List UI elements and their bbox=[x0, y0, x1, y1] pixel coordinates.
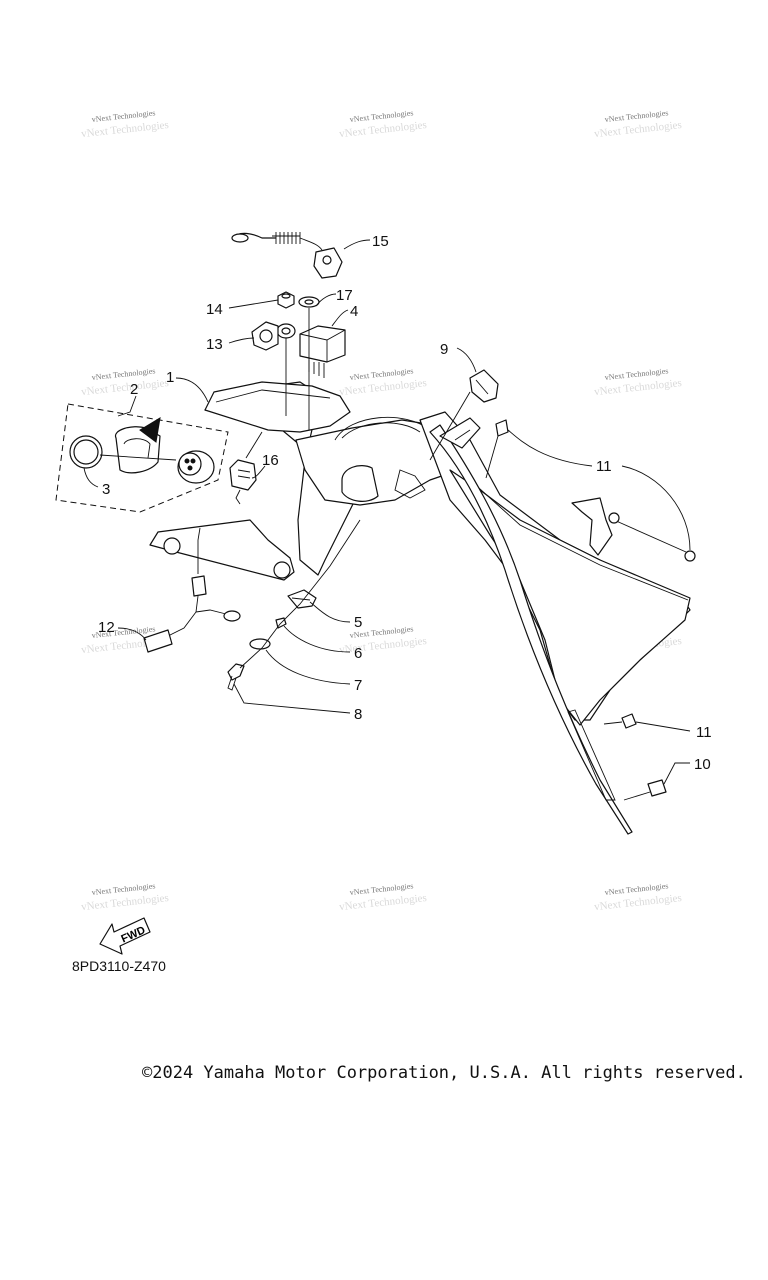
callout-7: 7 bbox=[354, 677, 362, 694]
callout-4: 4 bbox=[350, 303, 358, 320]
watermark: vNext Technologies vNext Technologies bbox=[594, 108, 683, 140]
small-fasteners-part bbox=[251, 291, 320, 430]
watermark: vNext Technologies vNext Technologies bbox=[594, 881, 683, 913]
lanyard-part bbox=[231, 232, 343, 279]
callout-16: 15 bbox=[372, 233, 389, 250]
callout-6: 6 bbox=[354, 645, 362, 662]
callout-17: 17 bbox=[336, 287, 353, 304]
callout-13: 13 bbox=[206, 336, 223, 353]
callout-11-bottom: 11 bbox=[696, 724, 712, 741]
copyright-notice: ©2024 Yamaha Motor Corporation, U.S.A. A… bbox=[142, 1063, 746, 1083]
switch-box-part bbox=[299, 325, 346, 378]
callout-15: 16 bbox=[262, 452, 279, 469]
diagram-code: 8PD3110-Z470 bbox=[72, 958, 166, 974]
callout-14: 14 bbox=[206, 301, 223, 318]
clips-part bbox=[485, 419, 696, 801]
watermark: vNext Technologies vNext Technologies bbox=[339, 108, 428, 140]
watermark: vNext Technologies vNext Technologies bbox=[339, 366, 428, 398]
main-panel-part bbox=[149, 381, 691, 835]
plunger-switch-part bbox=[229, 431, 263, 505]
callout-5: 5 bbox=[354, 614, 362, 631]
grommet-part bbox=[429, 369, 499, 461]
watermark: vNext Technologies vNext Technologies bbox=[339, 624, 428, 656]
watermark: vNext Technologies vNext Technologies bbox=[81, 108, 170, 140]
mount-hardware-part bbox=[227, 519, 361, 691]
watermark: vNext Technologies vNext Technologies bbox=[594, 366, 683, 398]
harness-part bbox=[143, 527, 241, 653]
watermark: vNext Technologies vNext Technologies bbox=[81, 366, 170, 398]
leader-lines bbox=[83, 239, 691, 785]
watermark: vNext Technologies vNext Technologies bbox=[81, 881, 170, 913]
callout-11-top: 11 bbox=[596, 458, 612, 475]
fwd-arrow-icon: FWD bbox=[99, 917, 151, 955]
callout-8: 8 bbox=[354, 706, 362, 723]
watermark: vNext Technologies vNext Technologies bbox=[339, 881, 428, 913]
callout-labels: 15 17 4 14 13 9 1 2 3 16 11 5 6 7 8 12 1… bbox=[98, 233, 712, 773]
callout-12: 12 bbox=[98, 619, 115, 636]
callout-2: 2 bbox=[130, 381, 138, 398]
callout-1: 1 bbox=[166, 369, 174, 386]
plug-group-part bbox=[55, 403, 229, 513]
callout-10: 10 bbox=[694, 756, 711, 773]
callout-9: 9 bbox=[440, 341, 448, 358]
callout-3: 3 bbox=[102, 481, 110, 498]
